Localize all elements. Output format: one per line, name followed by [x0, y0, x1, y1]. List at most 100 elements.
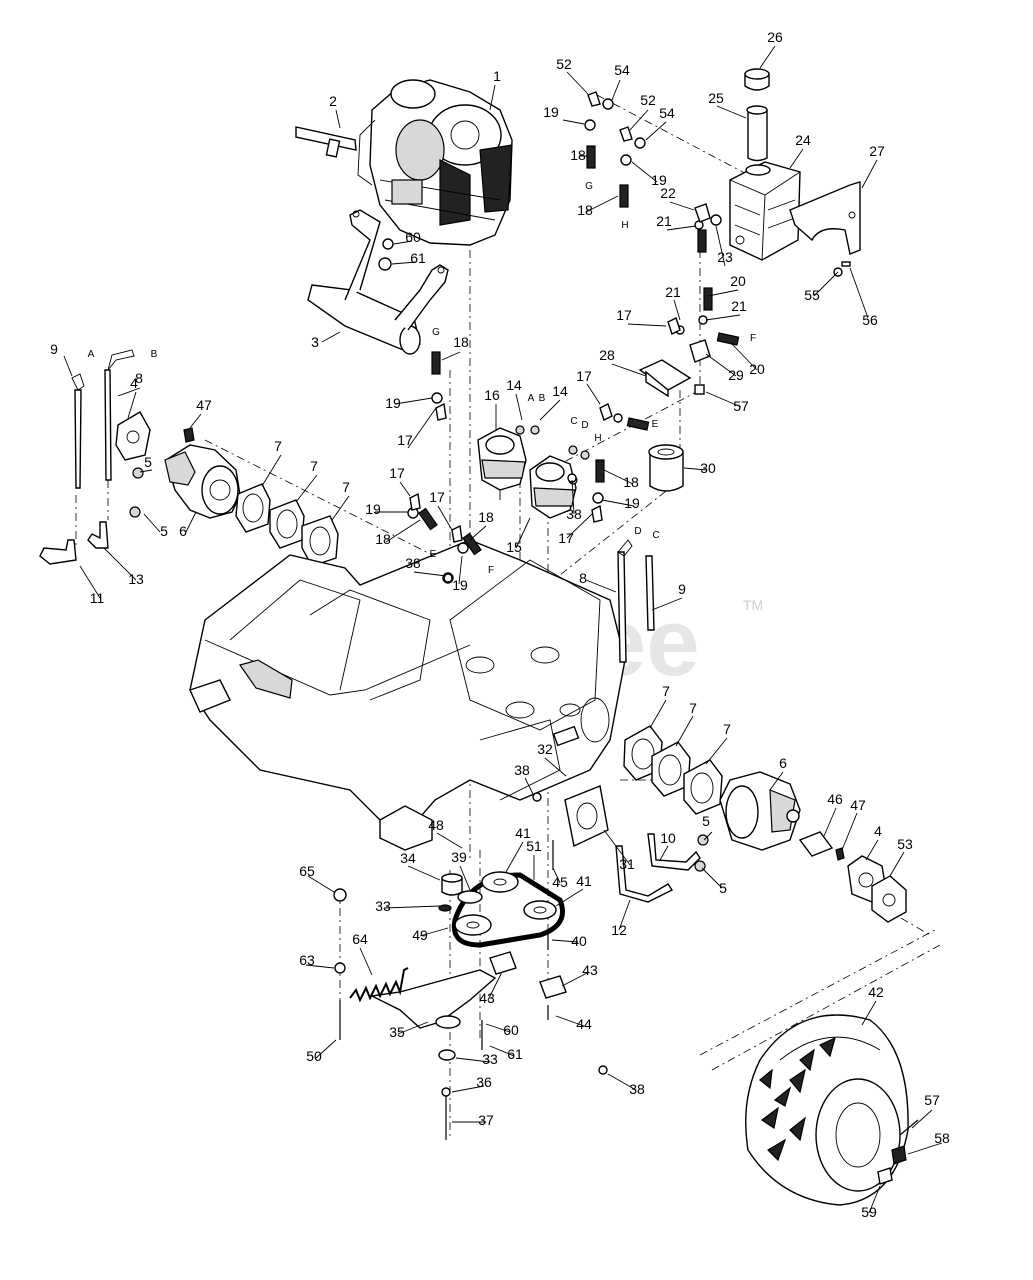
- part-label-38: 38: [566, 506, 582, 522]
- part-label-19: 19: [624, 495, 640, 511]
- hydraulic-lines-right: [617, 539, 655, 663]
- part-label-14: 14: [552, 383, 568, 399]
- connector-label-b: B: [539, 393, 546, 404]
- filler-neck: [746, 105, 768, 162]
- part-label-48: 48: [428, 817, 444, 833]
- part-label-38: 38: [405, 555, 421, 571]
- part-label-61: 61: [507, 1046, 523, 1062]
- part-label-60: 60: [405, 229, 421, 245]
- drive-belt: [451, 872, 565, 948]
- connector-label-h: H: [621, 220, 628, 231]
- part-label-41: 41: [576, 873, 592, 889]
- part-label-38: 38: [514, 762, 530, 778]
- part-label-8: 8: [135, 370, 143, 386]
- part-label-18: 18: [577, 202, 593, 218]
- part-label-50: 50: [306, 1048, 322, 1064]
- filter-bracket: [638, 359, 692, 398]
- pulleys: [438, 871, 557, 936]
- connector-label-f: F: [488, 565, 494, 576]
- connector-label-d: D: [581, 420, 588, 431]
- part-label-8: 8: [579, 570, 587, 586]
- connector-label-a: A: [88, 349, 95, 360]
- part-label-2: 2: [329, 93, 337, 109]
- hub-plate-53: [871, 875, 907, 923]
- part-label-35: 35: [389, 1024, 405, 1040]
- part-label-5: 5: [144, 454, 152, 470]
- part-label-36: 36: [476, 1074, 492, 1090]
- part-label-19: 19: [452, 577, 468, 593]
- part-label-51: 51: [526, 838, 542, 854]
- fitting-5b: [129, 506, 141, 518]
- chassis-frame: [189, 539, 626, 851]
- wheel-motor-left: [164, 444, 241, 519]
- cap-57-top: [694, 384, 705, 395]
- part-label-17: 17: [576, 368, 592, 384]
- part-label-22: 22: [660, 185, 676, 201]
- tee-fitting-29: [689, 339, 711, 363]
- part-label-18: 18: [478, 509, 494, 525]
- clip-46: [798, 831, 834, 857]
- part-label-63: 63: [299, 952, 315, 968]
- part-label-54: 54: [659, 105, 675, 121]
- part-label-19: 19: [385, 395, 401, 411]
- part-label-16: 16: [484, 387, 500, 403]
- part-label-23: 23: [717, 249, 733, 265]
- watermark-tm: TM: [743, 597, 763, 613]
- part-label-21: 21: [656, 213, 672, 229]
- part-label-19: 19: [543, 104, 559, 120]
- engine: [357, 79, 513, 246]
- part-label-29: 29: [728, 367, 744, 383]
- part-label-9: 9: [678, 581, 686, 597]
- part-label-21: 21: [665, 284, 681, 300]
- connector-label-f: F: [750, 333, 756, 344]
- shaft: [295, 126, 357, 158]
- part-label-7: 7: [723, 721, 731, 737]
- part-label-47: 47: [196, 397, 212, 413]
- washer-60-top: [382, 238, 394, 250]
- part-label-65: 65: [299, 863, 315, 879]
- part-label-26: 26: [767, 29, 783, 45]
- wheel-motor-right: [719, 771, 801, 851]
- part-label-53: 53: [897, 836, 913, 852]
- connector-label-b: B: [151, 349, 158, 360]
- part-label-18: 18: [453, 334, 469, 350]
- clip-47-right: [835, 847, 845, 861]
- part-label-39: 39: [451, 849, 467, 865]
- fuel-tank: [729, 161, 801, 261]
- part-label-18: 18: [623, 474, 639, 490]
- part-label-7: 7: [662, 683, 670, 699]
- part-label-9: 9: [50, 341, 58, 357]
- part-label-18: 18: [570, 147, 586, 163]
- fitting-5c: [697, 834, 709, 846]
- part-label-52: 52: [640, 92, 656, 108]
- wheel-hardware: [877, 1119, 919, 1185]
- part-label-6: 6: [779, 755, 787, 771]
- part-label-5: 5: [160, 523, 168, 539]
- connector-label-d: D: [634, 526, 641, 537]
- part-label-54: 54: [614, 62, 630, 78]
- tank-bracket: [789, 181, 861, 255]
- part-label-17: 17: [558, 530, 574, 546]
- part-label-17: 17: [389, 465, 405, 481]
- part-label-43: 43: [479, 990, 495, 1006]
- connector-label-h: H: [594, 433, 601, 444]
- idler-arm: [369, 969, 497, 1061]
- gaskets-right: [623, 725, 723, 815]
- part-label-32: 32: [537, 741, 553, 757]
- connector-label-g: G: [585, 181, 593, 192]
- oil-filter: [648, 444, 684, 492]
- hose-pieces: [418, 145, 740, 556]
- part-label-45: 45: [552, 874, 568, 890]
- clip-47-left: [183, 427, 195, 443]
- part-label-7: 7: [342, 479, 350, 495]
- part-label-56: 56: [862, 312, 878, 328]
- connector-label-e: E: [652, 419, 659, 430]
- spring: [349, 967, 409, 1003]
- part-label-25: 25: [708, 90, 724, 106]
- part-label-12: 12: [611, 922, 627, 938]
- connector-label-e: E: [430, 549, 437, 560]
- part-label-41: 41: [515, 825, 531, 841]
- hub-left: [115, 411, 151, 461]
